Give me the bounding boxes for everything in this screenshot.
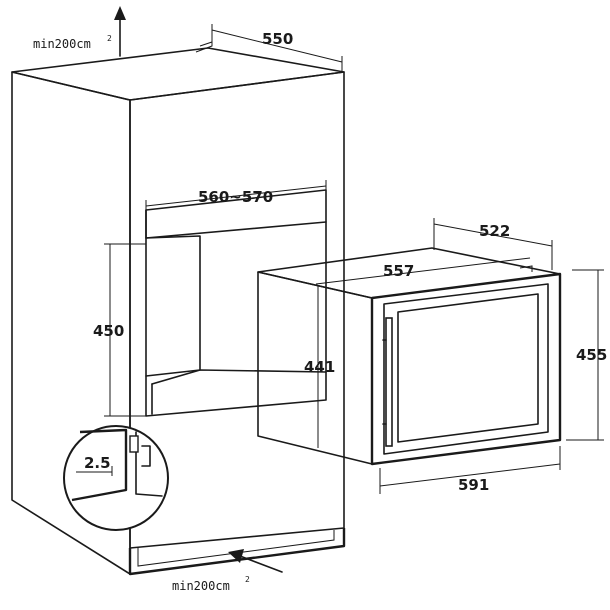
bottom-ventilation-label: min200cm	[172, 579, 230, 593]
appliance-height-label: 441	[304, 358, 335, 376]
niche-width-label: 560~570	[198, 188, 273, 206]
appliance-door-outer	[383, 283, 549, 455]
appliance-depth-label: 522	[479, 222, 510, 240]
top-ventilation-superscript: 2	[107, 34, 112, 43]
niche-height-dimension	[104, 243, 146, 417]
appliance-front-frame	[370, 272, 562, 466]
appliance-top-rim	[519, 265, 533, 272]
top-ventilation-arrow	[114, 6, 126, 57]
front-height-label: 455	[576, 346, 607, 364]
cabinet-depth-dimension	[211, 24, 343, 72]
top-ventilation-label: min200cm	[33, 37, 91, 51]
door-handle	[385, 317, 393, 447]
detail-panel-edge	[71, 428, 128, 502]
niche-back-left	[145, 209, 201, 377]
front-width-dimension	[379, 446, 561, 494]
niche-floor	[151, 369, 327, 385]
appliance-width-dimension	[315, 257, 531, 285]
detail-circle-outline	[63, 425, 169, 531]
appliance-width-label: 557	[383, 262, 414, 280]
cabinet	[11, 41, 345, 575]
arrow-up-icon	[114, 6, 126, 20]
cabinet-top-face	[11, 47, 345, 101]
arrow-inward-icon	[228, 549, 244, 563]
niche-width-dimension	[145, 180, 327, 212]
niche-opening-outer	[145, 189, 327, 417]
appliance-door-glass	[397, 293, 539, 443]
niche-height-label: 450	[93, 322, 124, 340]
niche-back-top	[145, 221, 327, 239]
detail-clip	[141, 445, 151, 467]
appliance	[257, 247, 562, 466]
niche	[145, 189, 327, 417]
detail-hinge-block	[129, 435, 139, 453]
bottom-ventilation-arrow	[228, 549, 283, 573]
detail-circle	[63, 425, 169, 531]
appliance-depth-dimension	[433, 218, 553, 270]
cabinet-depth-label: 550	[262, 30, 293, 48]
detail-gap-label: 2.5	[84, 454, 111, 472]
front-height-dimension	[566, 269, 604, 441]
cabinet-top-rim	[195, 41, 213, 53]
front-width-label: 591	[458, 476, 489, 494]
bottom-ventilation-superscript: 2	[245, 575, 250, 584]
